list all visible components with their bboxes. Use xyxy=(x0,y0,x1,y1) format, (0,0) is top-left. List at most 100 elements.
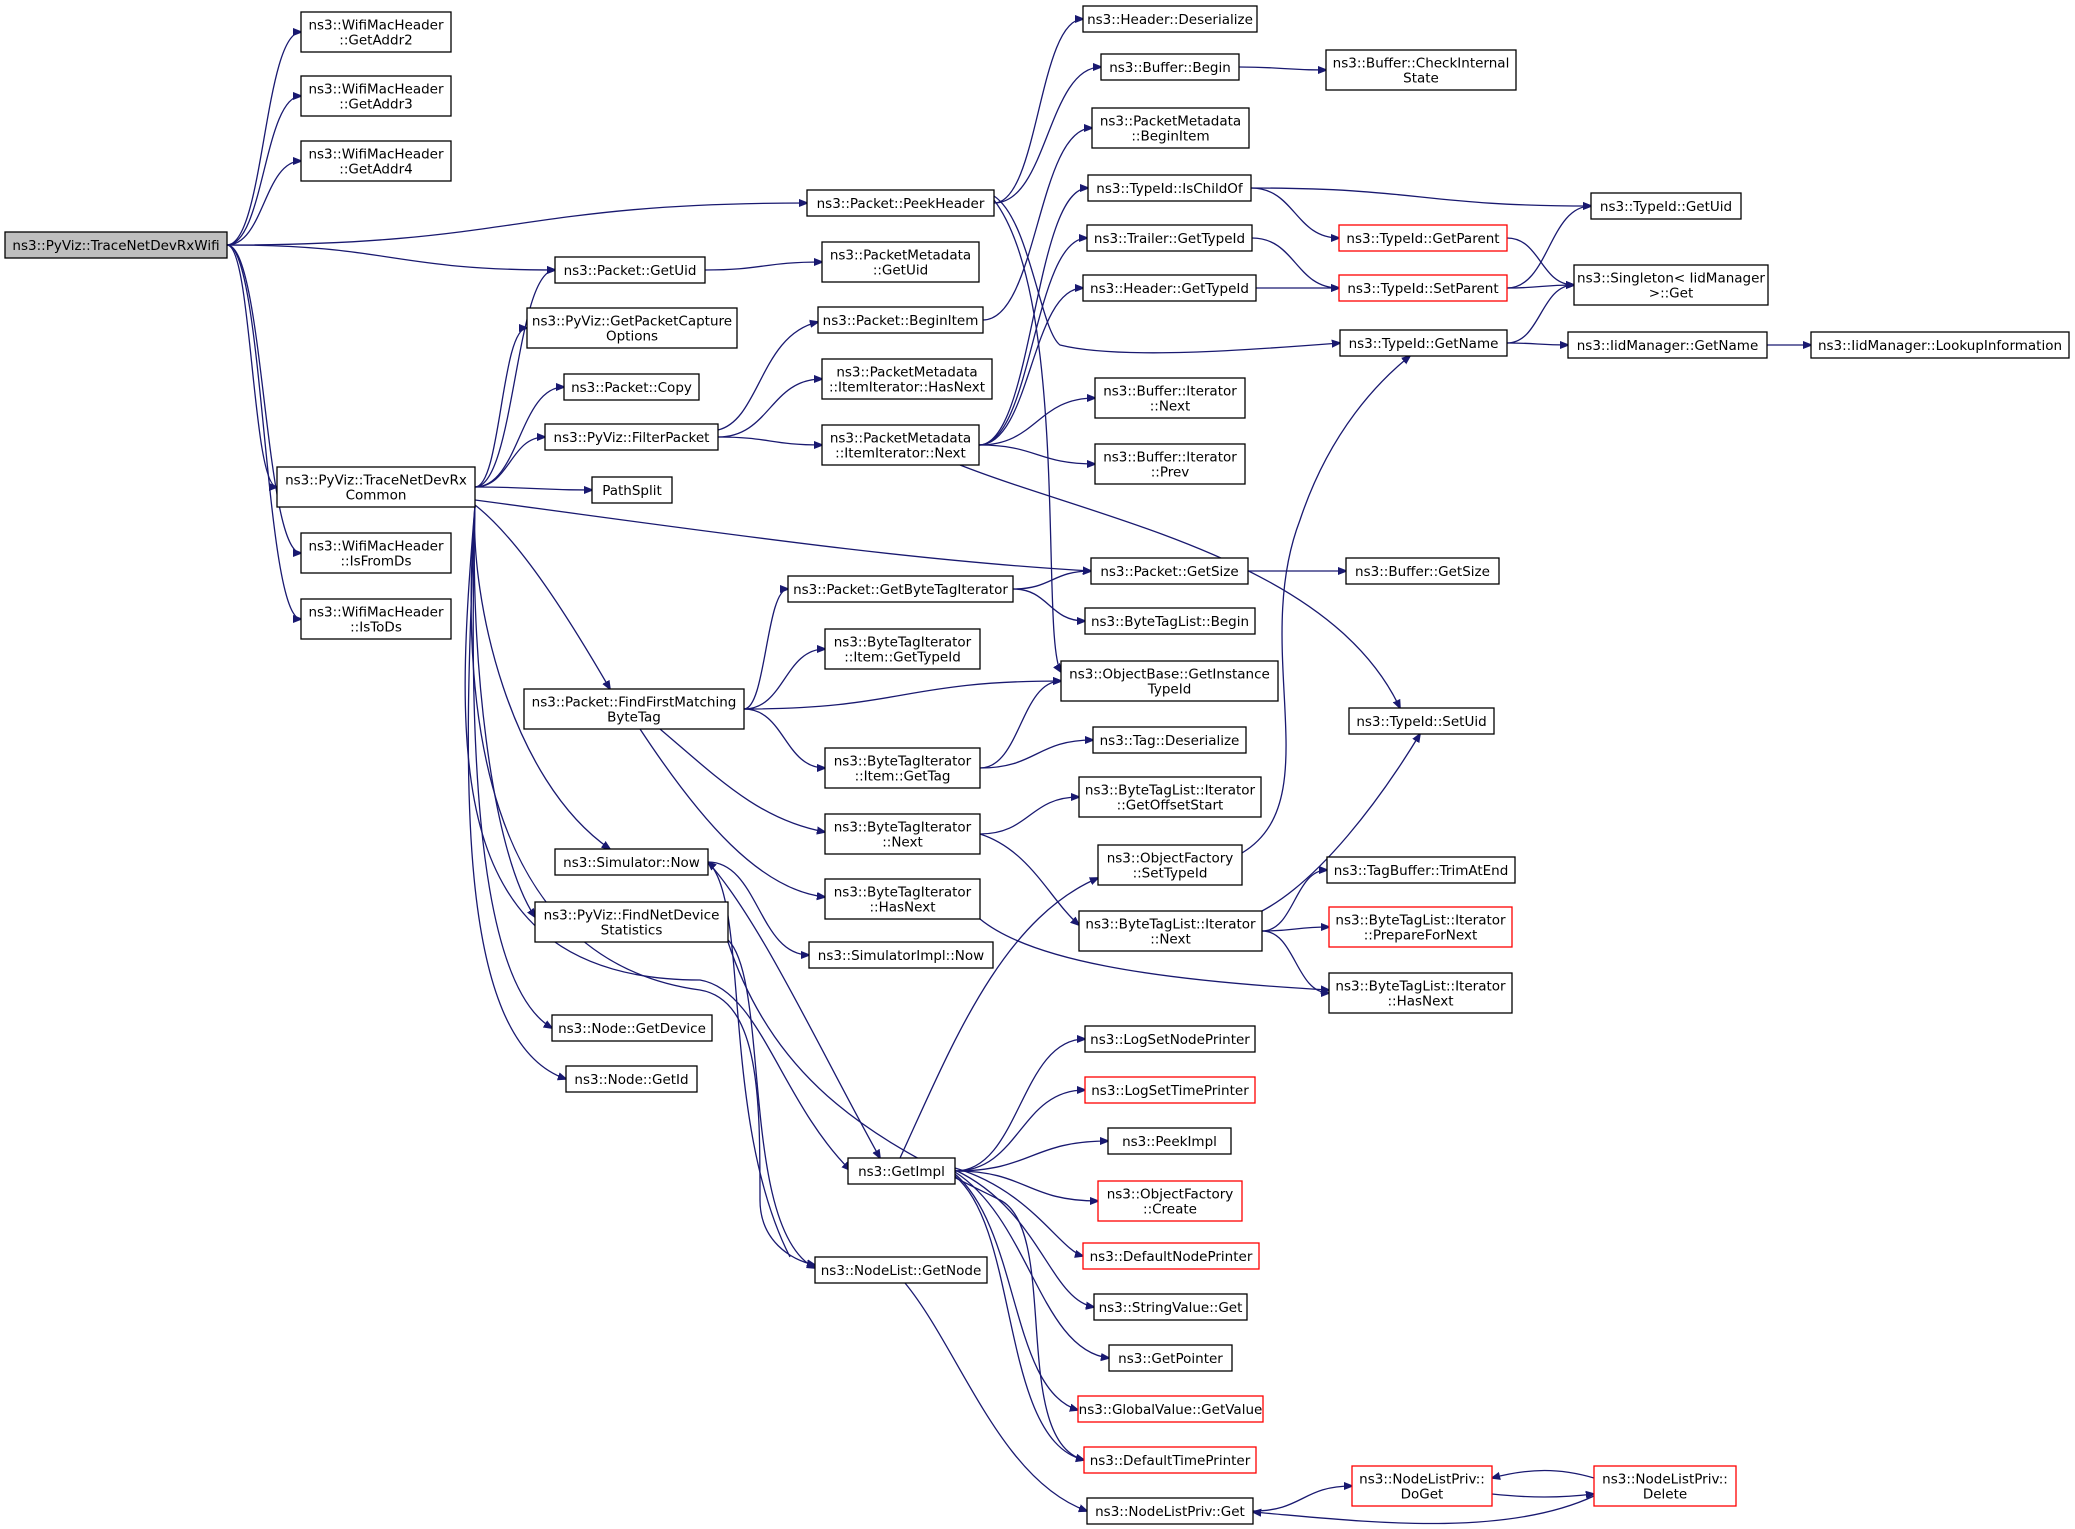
node-simimplnow[interactable]: ns3::SimulatorImpl::Now xyxy=(808,941,994,969)
node-box xyxy=(1078,776,1262,818)
node-btlbegin[interactable]: ns3::ByteTagList::Begin xyxy=(1084,607,1256,635)
node-simnow[interactable]: ns3::Simulator::Now xyxy=(554,848,709,876)
node-pmbeginitem[interactable]: ns3::PacketMetadata::BeginItem xyxy=(1091,107,1250,149)
node-typeidgetuid[interactable]: ns3::TypeId::GetUid xyxy=(1590,192,1742,220)
node-label: ns3::ObjectFactory xyxy=(1107,851,1234,867)
node-defaulttimeprinter[interactable]: ns3::DefaultTimePrinter xyxy=(1083,1446,1257,1474)
node-trimatend[interactable]: ns3::TagBuffer::TrimAtEnd xyxy=(1326,856,1516,884)
node-headergettypeid[interactable]: ns3::Header::GetTypeId xyxy=(1082,274,1257,302)
node-box xyxy=(1338,274,1508,302)
edge-getimpl-to-stringvalueget xyxy=(954,1169,1094,1307)
node-setuid[interactable]: ns3::TypeId::SetUid xyxy=(1348,707,1495,735)
node-trailergettypeid[interactable]: ns3::Trailer::GetTypeId xyxy=(1086,224,1253,252)
node-hasnext1[interactable]: ns3::PacketMetadata::ItemIterator::HasNe… xyxy=(821,358,993,400)
edge-getimpl-to-gvgetvalue xyxy=(954,1173,1078,1410)
node-btlithasnext[interactable]: ns3::ByteTagList::Iterator::HasNext xyxy=(1328,972,1513,1014)
node-box xyxy=(806,189,995,217)
node-beginitem[interactable]: ns3::Packet::BeginItem xyxy=(817,306,984,334)
node-hdrdeser[interactable]: ns3::Header::Deserialize xyxy=(1082,5,1258,33)
node-btihasnext[interactable]: ns3::ByteTagIterator::HasNext xyxy=(824,878,981,920)
node-bufitprev[interactable]: ns3::Buffer::Iterator::Prev xyxy=(1094,443,1246,485)
node-nlpget[interactable]: ns3::NodeListPriv::Get xyxy=(1086,1497,1254,1525)
node-pktgetsize[interactable]: ns3::Packet::GetSize xyxy=(1090,557,1249,585)
node-box xyxy=(1084,1025,1256,1053)
node-istods[interactable]: ns3::WifiMacHeader::IsToDs xyxy=(300,598,452,640)
node-label: ::Item::GetTypeId xyxy=(844,650,961,666)
edge-getuid-to-pmgetuid xyxy=(704,262,822,271)
node-typeidgetname[interactable]: ns3::TypeId::GetName xyxy=(1339,329,1508,357)
node-getuid[interactable]: ns3::Packet::GetUid xyxy=(554,256,706,284)
node-lookupinfo[interactable]: ns3::IidManager::LookupInformation xyxy=(1810,331,2070,359)
node-box xyxy=(1097,1180,1243,1222)
node-itemgettypeid[interactable]: ns3::ByteTagIterator::Item::GetTypeId xyxy=(824,628,981,670)
node-bufgetsize[interactable]: ns3::Buffer::GetSize xyxy=(1345,557,1500,585)
node-box xyxy=(824,747,981,789)
node-getparent[interactable]: ns3::TypeId::GetParent xyxy=(1338,224,1508,252)
node-box xyxy=(300,11,452,53)
node-copy[interactable]: ns3::Packet::Copy xyxy=(563,373,700,401)
node-filterpacket[interactable]: ns3::PyViz::FilterPacket xyxy=(544,423,719,451)
node-bufitnext[interactable]: ns3::Buffer::Iterator::Next xyxy=(1094,377,1246,419)
node-label: ns3::WifiMacHeader xyxy=(308,18,444,34)
edge-rxcommon-to-pktgetsize xyxy=(474,499,1091,571)
node-tagdeser[interactable]: ns3::Tag::Deserialize xyxy=(1092,726,1247,754)
node-getaddr3[interactable]: ns3::WifiMacHeader::GetAddr3 xyxy=(300,75,452,117)
node-getdevice[interactable]: ns3::Node::GetDevice xyxy=(551,1014,713,1042)
node-ofsettypeid[interactable]: ns3::ObjectFactory::SetTypeId xyxy=(1097,844,1243,886)
node-box xyxy=(1326,856,1516,884)
node-gvgetvalue[interactable]: ns3::GlobalValue::GetValue xyxy=(1077,1395,1264,1423)
node-logsettimeprinter[interactable]: ns3::LogSetTimePrinter xyxy=(1084,1076,1256,1104)
node-btlitnext[interactable]: ns3::ByteTagList::Iterator::Next xyxy=(1078,910,1263,952)
node-isfromds[interactable]: ns3::WifiMacHeader::IsFromDs xyxy=(300,532,452,574)
node-singletonget[interactable]: ns3::Singleton< IidManager>::Get xyxy=(1573,264,1769,306)
node-itemnext[interactable]: ns3::PacketMetadata::ItemIterator::Next xyxy=(821,424,980,466)
node-root[interactable]: ns3::PyViz::TraceNetDevRxWifi xyxy=(4,231,228,259)
node-stringvalueget[interactable]: ns3::StringValue::Get xyxy=(1093,1293,1248,1321)
node-label: ns3::IidManager::LookupInformation xyxy=(1818,338,2062,354)
node-defaultnodeprinter[interactable]: ns3::DefaultNodePrinter xyxy=(1082,1242,1260,1270)
node-btinext[interactable]: ns3::ByteTagIterator::Next xyxy=(824,813,981,855)
node-label: DoGet xyxy=(1401,1487,1444,1503)
edge-rxcommon-to-getcapture xyxy=(474,328,527,488)
node-getaddr2[interactable]: ns3::WifiMacHeader::GetAddr2 xyxy=(300,11,452,53)
node-nodegetid[interactable]: ns3::Node::GetId xyxy=(565,1065,698,1093)
node-getbytetagit[interactable]: ns3::Packet::GetByteTagIterator xyxy=(787,575,1014,603)
node-nodelistgetnode[interactable]: ns3::NodeList::GetNode xyxy=(814,1256,988,1284)
node-box xyxy=(563,373,700,401)
node-box xyxy=(1084,607,1256,635)
node-nlpdelete[interactable]: ns3::NodeListPriv::Delete xyxy=(1593,1465,1737,1507)
node-label: ::SetTypeId xyxy=(1133,866,1208,882)
node-peekheader[interactable]: ns3::Packet::PeekHeader xyxy=(806,189,995,217)
node-nlpdoget[interactable]: ns3::NodeListPriv::DoGet xyxy=(1351,1465,1493,1507)
node-ofcreate[interactable]: ns3::ObjectFactory::Create xyxy=(1097,1180,1243,1222)
node-iidgetname[interactable]: ns3::IidManager::GetName xyxy=(1567,331,1768,359)
node-pmgetuid[interactable]: ns3::PacketMetadata::GetUid xyxy=(821,241,980,283)
node-box xyxy=(1351,1465,1493,1507)
node-label: ns3::TypeId::SetParent xyxy=(1347,281,1498,297)
node-box xyxy=(544,423,719,451)
node-box xyxy=(1092,726,1247,754)
node-getimpl[interactable]: ns3::GetImpl xyxy=(847,1157,956,1185)
node-label: ns3::ByteTagList::Begin xyxy=(1091,614,1249,630)
node-pathsplit[interactable]: PathSplit xyxy=(591,476,673,504)
edge-itemgettag-to-tagdeser xyxy=(979,740,1093,769)
node-bufbegin[interactable]: ns3::Buffer::Begin xyxy=(1100,53,1240,81)
edge-getimpl-to-ofcreate xyxy=(954,1170,1098,1201)
node-label: ns3::ByteTagList::Iterator xyxy=(1085,783,1256,799)
node-ischildof[interactable]: ns3::TypeId::IsChildOf xyxy=(1087,174,1252,202)
node-preparefornext[interactable]: ns3::ByteTagList::Iterator::PrepareForNe… xyxy=(1328,906,1513,948)
node-getoffsetstart[interactable]: ns3::ByteTagList::Iterator::GetOffsetSta… xyxy=(1078,776,1262,818)
node-getaddr4[interactable]: ns3::WifiMacHeader::GetAddr4 xyxy=(300,140,452,182)
node-label: ns3::Singleton< IidManager xyxy=(1577,271,1765,287)
node-itemgettag[interactable]: ns3::ByteTagIterator::Item::GetTag xyxy=(824,747,981,789)
node-peekimpl[interactable]: ns3::PeekImpl xyxy=(1107,1127,1232,1155)
node-logsetnodeprinter[interactable]: ns3::LogSetNodePrinter xyxy=(1084,1025,1256,1053)
node-setparent[interactable]: ns3::TypeId::SetParent xyxy=(1338,274,1508,302)
node-getpointer[interactable]: ns3::GetPointer xyxy=(1108,1344,1233,1372)
